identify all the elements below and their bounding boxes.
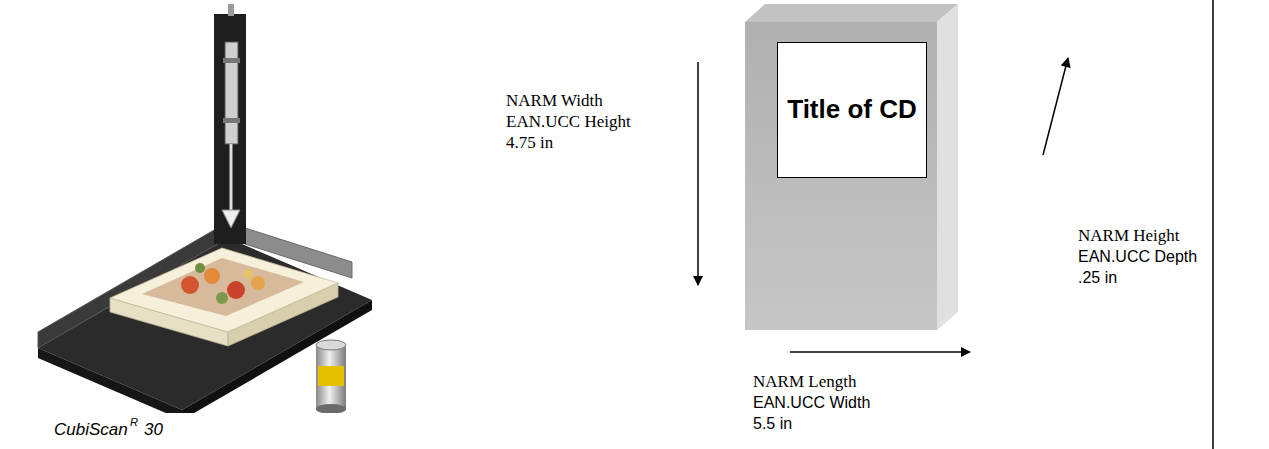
- sensor-clamp: [223, 58, 240, 63]
- title-text: Title of CD: [787, 91, 917, 129]
- case-top: [745, 4, 958, 22]
- dimension-name: EAN.UCC Height: [505, 112, 632, 132]
- probe-tip: [222, 210, 240, 228]
- post-cap: [228, 4, 234, 16]
- cylinder-label: [318, 366, 344, 386]
- caption: 30: [143, 420, 164, 440]
- sensor-head: [225, 42, 238, 144]
- dimension-arrow: [790, 351, 970, 353]
- sensor-clamp: [223, 118, 240, 123]
- margin-line: [1212, 0, 1214, 449]
- dimension-value: .25 in: [1077, 269, 1118, 287]
- dimension-name: EAN.UCC Depth: [1077, 248, 1198, 266]
- cd-case: [745, 4, 958, 330]
- cylinder-top: [316, 340, 346, 350]
- sensor-post: [214, 14, 246, 244]
- dimension-arrow: [697, 62, 699, 285]
- base-edge: [38, 348, 182, 420]
- cubiscan-device: [38, 4, 372, 420]
- title-box: Title of CD: [777, 42, 927, 178]
- dimension-name: NARM Length: [752, 372, 857, 392]
- cylinder-bottom: [316, 404, 346, 414]
- cylinder: [316, 345, 346, 409]
- dimension-name: EAN.UCC Width: [752, 394, 871, 412]
- book-cover: [110, 248, 338, 332]
- dimension-name: NARM Height: [1077, 226, 1181, 246]
- caption: CubiScan: [53, 420, 129, 440]
- probe-rod: [230, 144, 233, 210]
- caption-superscript: R: [129, 416, 139, 429]
- dimension-name: NARM Width: [505, 91, 604, 111]
- cover-picture: [142, 258, 304, 316]
- case-front: [745, 22, 937, 330]
- caption-ground: [40, 413, 370, 449]
- flower-picture: [181, 263, 265, 304]
- case-side: [937, 4, 958, 330]
- dimension-value: 4.75 in: [505, 133, 554, 153]
- dimension-arrow: [1043, 58, 1068, 155]
- dimension-value: 5.5 in: [752, 415, 793, 433]
